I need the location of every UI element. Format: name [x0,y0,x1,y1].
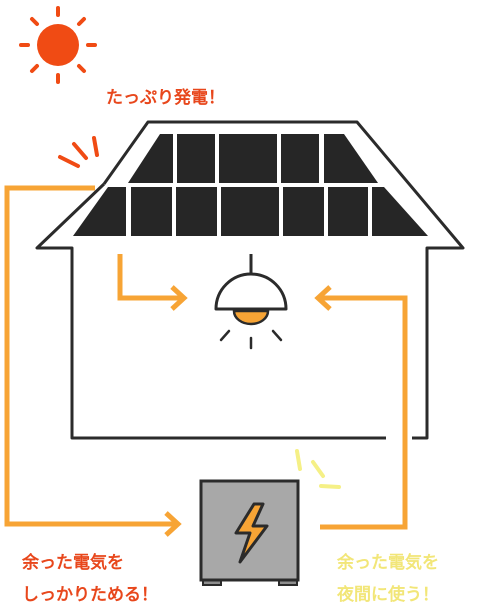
sun-disc [37,24,79,66]
arrow-panel-to-lamp-head [170,285,188,311]
solar-panel-array [73,134,428,236]
pendant-lamp-icon [214,254,288,350]
night-use-label-line-1: 余った電気を [337,553,439,573]
lamp-shade [214,272,288,311]
night-use-label-line-2: 夜間に使う！ [337,585,439,605]
lamp-light-rays [219,329,283,350]
store-label-line-1: 余った電気を [22,553,124,573]
arrow-panel-to-battery [4,185,178,527]
arrow-panel-to-lamp [117,254,184,301]
generation-spark-icon [58,136,99,168]
lamp-bulb [232,309,270,326]
crescent-moon-icon [362,15,417,79]
sun-icon [19,6,97,84]
arrow-battery-to-lamp [318,295,408,530]
arrow-battery-to-lamp-head [314,285,332,311]
storage-battery-icon [199,479,300,586]
arrow-panel-to-battery-head [164,511,182,537]
store-label-line-2: しっかりためる！ [22,585,158,605]
house-outline [35,120,465,440]
generation-label: たっぷり発電！ [106,88,225,108]
battery-spark-icon [295,449,341,489]
lightning-bolt-icon [234,502,269,564]
flow-arrows [4,185,408,537]
sun-rays [19,6,97,84]
